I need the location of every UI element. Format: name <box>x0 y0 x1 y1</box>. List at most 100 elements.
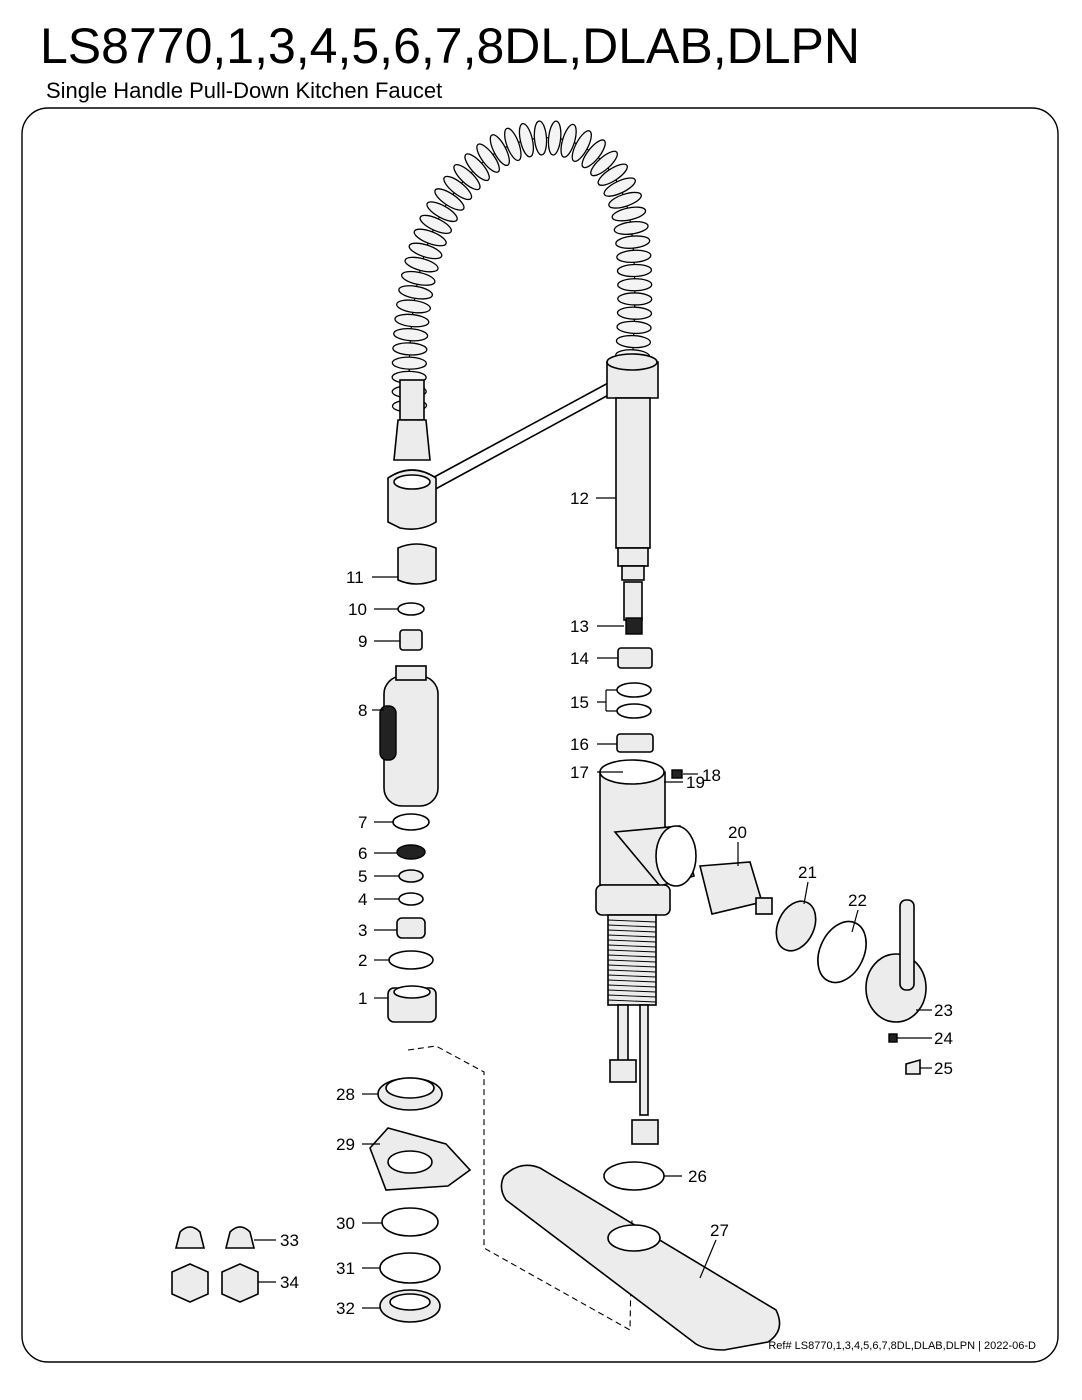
callout-20: 20 <box>728 823 747 842</box>
coil-ring <box>392 342 428 356</box>
callout-34: 34 <box>280 1273 299 1292</box>
callout-8: 8 <box>358 701 367 720</box>
callout-31: 31 <box>336 1259 355 1278</box>
coil-ring <box>391 356 427 370</box>
callout-3: 3 <box>358 921 367 940</box>
part-3-insert <box>396 917 426 939</box>
part-33-ferrule-right <box>224 1226 256 1249</box>
supply-line-left <box>617 1004 629 1066</box>
coil-ring <box>617 278 653 292</box>
coil-ring <box>453 164 481 191</box>
callout-24: 24 <box>934 1029 953 1048</box>
shank-thread-line <box>607 954 657 958</box>
cartridge-stem <box>755 897 773 915</box>
shank-thread-line <box>607 959 657 963</box>
coil-ring <box>398 285 434 300</box>
part-7-ring <box>392 813 430 831</box>
coil-ring <box>489 134 510 167</box>
shank-thread-line <box>607 949 657 953</box>
shank-thread-line <box>607 969 657 973</box>
shank-thread-line <box>607 979 657 983</box>
shank-thread-line <box>607 994 657 998</box>
callout-21: 21 <box>798 863 817 882</box>
shank-thread-line <box>607 944 657 948</box>
part-33-ferrule-left <box>174 1226 206 1249</box>
shank-thread-line <box>607 919 657 923</box>
part-5-disc <box>398 869 424 883</box>
page-subtitle: Single Handle Pull-Down Kitchen Faucet <box>46 78 443 103</box>
callout-2: 2 <box>358 951 367 970</box>
coil-ring <box>603 177 636 197</box>
callout-30: 30 <box>336 1214 355 1233</box>
coil-ring <box>597 163 628 186</box>
shank-thread-line <box>607 934 657 938</box>
callout-26: 26 <box>688 1167 707 1186</box>
callout-15: 15 <box>570 693 589 712</box>
coil-ring <box>394 313 430 328</box>
callout-19: 19 <box>686 773 705 792</box>
part-29-hole <box>387 1150 433 1174</box>
coil-ring <box>615 235 651 249</box>
callout-25: 25 <box>934 1059 953 1078</box>
part-21-bonnet-nut <box>775 900 817 952</box>
diagram-frame <box>21 107 1059 1363</box>
callout-22: 22 <box>848 891 867 910</box>
part-32-hole <box>389 1293 431 1311</box>
part-11-sleeve <box>397 543 437 585</box>
part-22-cap <box>817 920 867 984</box>
part-4-ring <box>398 892 424 906</box>
part-10-washer <box>397 602 425 616</box>
coil-ring <box>408 242 443 260</box>
shank-thread-line <box>607 964 657 968</box>
supply-fitting-right <box>631 1119 659 1145</box>
coil-ring <box>395 299 432 314</box>
callout-1: 1 <box>358 989 367 1008</box>
body-base-flange <box>595 884 671 916</box>
part-13-nut <box>625 617 643 635</box>
spray-head-thread <box>395 665 427 681</box>
coil-ring <box>560 123 577 158</box>
coil-ring <box>518 122 535 158</box>
coil-ring <box>616 320 652 335</box>
coil-ring <box>476 143 500 173</box>
part-15-ring-bottom <box>616 703 652 719</box>
part-13-shank <box>623 581 643 621</box>
callout-7: 7 <box>358 813 367 832</box>
callout-32: 32 <box>336 1299 355 1318</box>
callout-17: 17 <box>570 763 589 782</box>
hose-connector <box>393 419 431 461</box>
spray-head-button <box>379 705 397 761</box>
callout-27: 27 <box>710 1221 729 1240</box>
shank-thread-line <box>607 989 657 993</box>
callout-4: 4 <box>358 890 367 909</box>
callout-18: 18 <box>702 766 721 785</box>
coil-ring <box>611 206 647 222</box>
shank-thread-line <box>607 999 657 1003</box>
part-20-cartridge <box>698 861 764 915</box>
alignment-dashes <box>407 1045 633 1331</box>
callout-16: 16 <box>570 735 589 754</box>
part-16-nut <box>616 733 654 753</box>
leader-lines <box>254 497 932 1309</box>
column-top-cap <box>606 353 658 371</box>
coil-ring <box>434 188 465 211</box>
body-side-opening <box>655 825 697 887</box>
part-25-button <box>905 1058 921 1075</box>
callout-labels: 12 11 10 9 8 7 6 5 4 3 2 1 13 14 15 16 1… <box>280 489 953 1318</box>
coil-ring <box>404 256 439 273</box>
coil-ring <box>581 139 606 169</box>
coil-ring <box>547 120 562 156</box>
coil-ring <box>533 120 548 156</box>
deck-plate-hole <box>607 1224 661 1252</box>
part-23-lever <box>899 899 915 991</box>
coil-ring <box>504 127 522 162</box>
coil-ring <box>613 220 649 235</box>
callout-33: 33 <box>280 1231 299 1250</box>
coil-ring <box>400 270 436 286</box>
coil-ring <box>615 334 652 349</box>
callout-14: 14 <box>570 649 589 668</box>
supply-fitting-left <box>609 1059 637 1083</box>
coil-ring <box>616 249 652 264</box>
part-28-hole <box>385 1077 435 1099</box>
coil-ring <box>608 191 642 209</box>
